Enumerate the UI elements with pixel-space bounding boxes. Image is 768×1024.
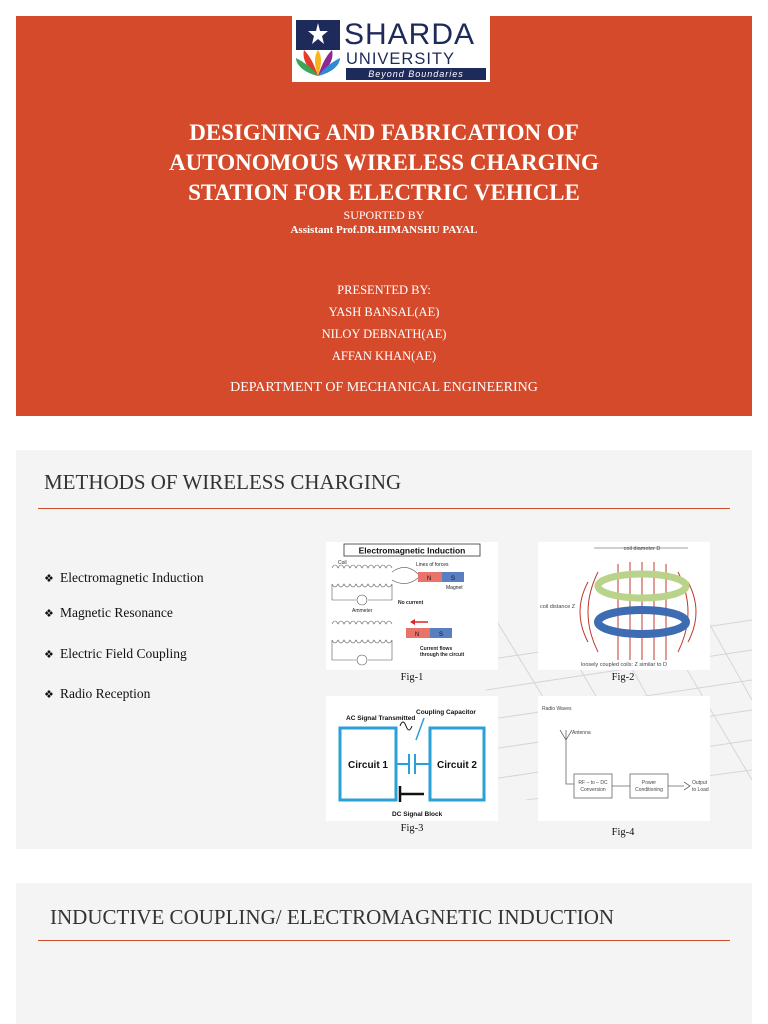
slide-title: METHODS OF WIRELESS CHARGING <box>44 470 402 494</box>
presented-by-label: PRESENTED BY: <box>337 283 431 297</box>
logo-tagline: Beyond Boundaries <box>346 68 486 80</box>
bullet-diamond-icon: ❖ <box>44 689 54 701</box>
svg-text:Circuit 1: Circuit 1 <box>348 760 388 771</box>
svg-text:Coil: Coil <box>338 560 347 566</box>
svg-text:Antenna: Antenna <box>572 730 591 736</box>
list-item: ❖Magnetic Resonance <box>44 605 173 620</box>
svg-text:Current flows: Current flows <box>420 646 452 652</box>
svg-text:Output: Output <box>692 780 708 786</box>
presenter-name: NILOY DEBNATH(AE) <box>321 327 447 341</box>
coil-bottom <box>331 620 393 661</box>
coil-top <box>331 564 419 601</box>
svg-text:N: N <box>427 576 431 582</box>
bullet-diamond-icon: ❖ <box>44 573 54 585</box>
supervisor-name: Assistant Prof.DR.HIMANSHU PAYAL <box>290 224 478 236</box>
inductive-coupling-slide: INDUCTIVE COUPLING/ ELECTROMAGNETIC INDU… <box>16 883 752 1024</box>
lotus-logo-icon <box>296 20 340 76</box>
figure-caption: Fig-4 <box>611 827 635 838</box>
title-line: AUTONOMOUS WIRELESS CHARGING <box>169 150 599 175</box>
figure-caption: Fig-3 <box>400 823 424 834</box>
svg-text:Conversion: Conversion <box>580 787 606 793</box>
title-underline <box>38 508 730 509</box>
svg-text:Lines of forces: Lines of forces <box>416 562 449 568</box>
list-item: ❖Electric Field Coupling <box>44 646 187 661</box>
svg-text:Circuit 2: Circuit 2 <box>437 760 477 771</box>
slide-title: INDUCTIVE COUPLING/ ELECTROMAGNETIC INDU… <box>50 905 615 929</box>
list-item: ❖Radio Reception <box>44 686 151 701</box>
title-underline <box>38 940 730 941</box>
logo-title: SHARDA <box>344 18 476 51</box>
fig1-heading: Electromagnetic Induction <box>359 546 466 556</box>
svg-text:N: N <box>415 632 419 638</box>
figure-magnetic-resonance: coil diameter D coil distance Z loosely … <box>538 542 710 670</box>
svg-text:Conditioning: Conditioning <box>635 787 663 793</box>
bullet-diamond-icon: ❖ <box>44 649 54 661</box>
supported-by-label: SUPORTED BY <box>343 208 425 222</box>
figure-caption: Fig-1 <box>400 672 424 683</box>
svg-text:S: S <box>451 576 455 582</box>
svg-text:S: S <box>439 632 443 638</box>
presenter-name: AFFAN KHAN(AE) <box>331 349 437 363</box>
logo-subtitle: UNIVERSITY <box>346 50 456 68</box>
svg-text:DC Signal Block: DC Signal Block <box>392 811 443 818</box>
presenter-name: YASH BANSAL(AE) <box>328 305 440 319</box>
figure-electric-field-coupling: AC Signal Transmitted Coupling Capacitor… <box>326 696 498 821</box>
figure-caption: Fig-2 <box>611 672 635 683</box>
methods-slide: METHODS OF WIRELESS CHARGING ❖Electromag… <box>16 450 752 849</box>
title-slide: SHARDA UNIVERSITY Beyond Boundaries DESI… <box>16 16 752 416</box>
svg-text:through the circuit: through the circuit <box>420 652 465 658</box>
svg-text:to Load: to Load <box>692 787 709 793</box>
svg-text:No current: No current <box>398 600 424 606</box>
bullet-diamond-icon: ❖ <box>44 608 54 620</box>
title-line: STATION FOR ELECTRIC VEHICLE <box>188 180 580 205</box>
svg-text:Magnet: Magnet <box>446 585 463 591</box>
presentation-title: DESIGNING AND FABRICATION OF AUTONOMOUS … <box>16 118 752 208</box>
title-line: DESIGNING AND FABRICATION OF <box>189 120 579 145</box>
svg-text:loosely coupled coils: Z simil: loosely coupled coils: Z similar to D <box>581 662 667 668</box>
university-logo: SHARDA UNIVERSITY Beyond Boundaries <box>292 16 490 82</box>
svg-text:coil diameter D: coil diameter D <box>624 546 661 552</box>
svg-text:RF – to – DC: RF – to – DC <box>578 780 608 786</box>
svg-text:Radio Waves: Radio Waves <box>542 706 572 712</box>
svg-text:Power: Power <box>642 780 657 786</box>
figure-radio-reception: Radio Waves Antenna RF – to – DC Convers… <box>538 696 710 821</box>
figure-electromagnetic-induction: Electromagnetic Induction N S <box>326 542 498 670</box>
svg-text:AC Signal Transmitted: AC Signal Transmitted <box>346 715 415 722</box>
department-label: DEPARTMENT OF MECHANICAL ENGINEERING <box>230 380 538 395</box>
svg-text:Coupling Capacitor: Coupling Capacitor <box>416 709 476 716</box>
list-item: ❖Electromagnetic Induction <box>44 570 204 585</box>
svg-text:coil distance Z: coil distance Z <box>540 604 576 610</box>
svg-text:Ammeter: Ammeter <box>352 608 373 614</box>
